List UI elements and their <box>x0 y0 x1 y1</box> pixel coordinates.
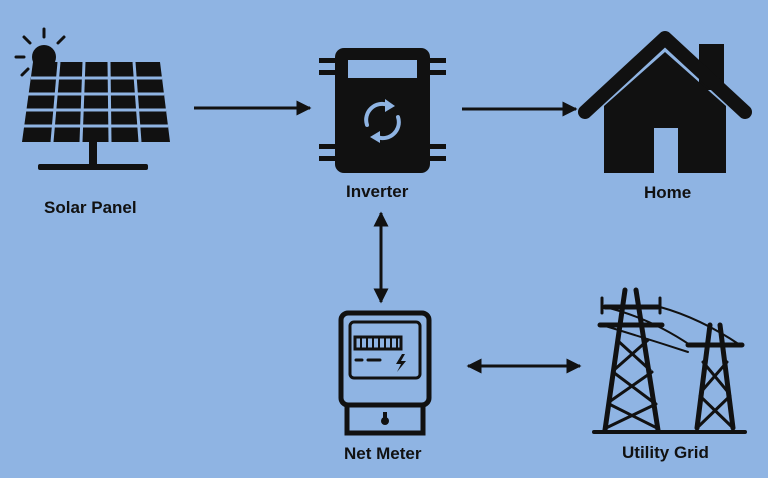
inverter-label: Inverter <box>346 182 409 201</box>
utility-grid-label: Utility Grid <box>622 443 709 462</box>
net-meter-label: Net Meter <box>344 444 422 463</box>
cycle-arrows-icon <box>364 101 401 141</box>
power-tower-icon <box>592 287 747 434</box>
electric-meter-icon <box>338 310 432 436</box>
inverter-icon <box>319 48 446 173</box>
solar-panel-label: Solar Panel <box>44 198 137 217</box>
home-label: Home <box>644 183 692 202</box>
house-icon <box>578 31 752 173</box>
solar-panel-icon <box>14 27 170 170</box>
